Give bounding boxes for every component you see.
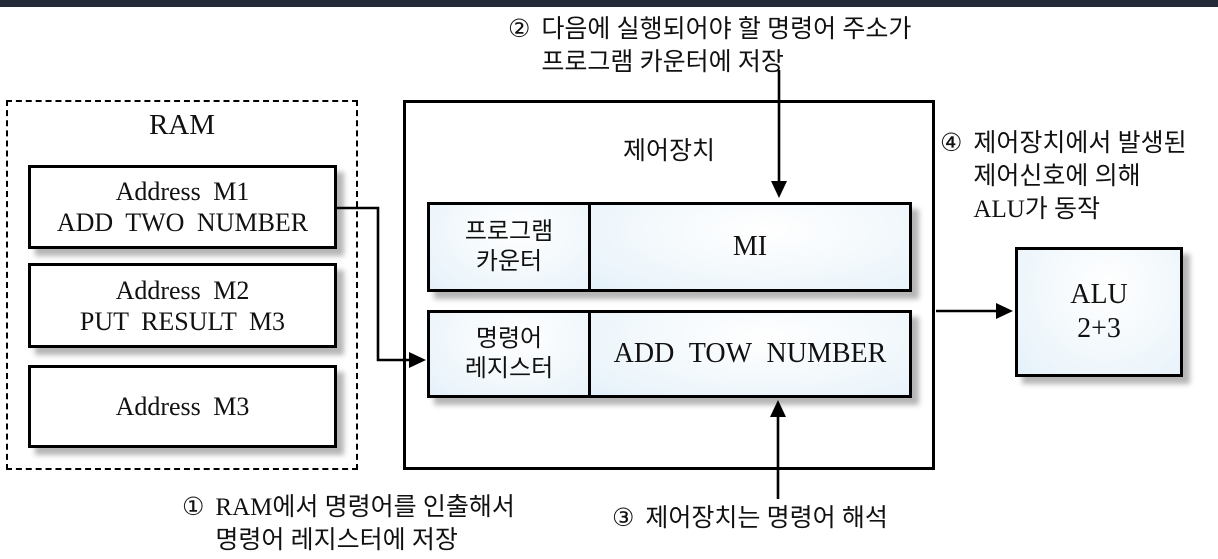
step4-line3: ALU가 동작 <box>973 196 1101 223</box>
annotation-step3: ③ 제어장치는 명령어 해석 <box>612 502 888 535</box>
step4-number: ④ <box>940 130 963 157</box>
ram-cell-m3: Address M3 <box>28 365 337 448</box>
alu-expression: 2+3 <box>1077 313 1121 344</box>
step3-number: ③ <box>612 505 635 532</box>
annotation-step2: ② 다음에 실행되어야 할 명령어 주소가 프로그램 카운터에 저장 <box>508 13 911 79</box>
ir-label-line2: 레지스터 <box>464 355 554 382</box>
pc-label-line2: 카운터 <box>475 248 543 275</box>
step4-line2: 제어신호에 의해 <box>973 163 1141 190</box>
ram-cell-m1-instruction: ADD TWO NUMBER <box>56 208 309 237</box>
ram-cell-m1-address: Address M1 <box>115 177 250 206</box>
alu-box: ALU 2+3 <box>1015 247 1183 377</box>
step2-line1: 다음에 실행되어야 할 명령어 주소가 <box>541 16 912 43</box>
step1-line2: 명령어 레지스터에 저장 <box>215 527 458 554</box>
instruction-register-label: 명령어 레지스터 <box>430 313 591 395</box>
step1-lines: RAM에서 명령어를 인출해서 명령어 레지스터에 저장 <box>215 491 514 557</box>
alu-label: ALU <box>1070 279 1128 310</box>
annotation-step4: ④ 제어장치에서 발생된 제어신호에 의해 ALU가 동작 <box>940 127 1187 226</box>
step2-line2: 프로그램 카운터에 저장 <box>541 49 784 76</box>
step2-lines: 다음에 실행되어야 할 명령어 주소가 프로그램 카운터에 저장 <box>541 13 911 79</box>
step1-line1: RAM에서 명령어를 인출해서 <box>215 494 515 521</box>
step3-lines: 제어장치는 명령어 해석 <box>645 502 888 535</box>
ram-cell-m3-address: Address M3 <box>115 392 250 421</box>
control-unit-label: 제어장치 <box>622 137 715 165</box>
ram-cell-m1: Address M1 ADD TWO NUMBER <box>28 165 337 249</box>
step4-line1: 제어장치에서 발생된 <box>973 130 1187 157</box>
step1-number: ① <box>182 494 205 521</box>
step2-number: ② <box>508 16 531 43</box>
ram-cell-m2: Address M2 PUT RESULT M3 <box>28 263 337 348</box>
arrow-cu-to-alu-head <box>996 303 1013 319</box>
annotation-step1: ① RAM에서 명령어를 인출해서 명령어 레지스터에 저장 <box>182 491 515 557</box>
instruction-register-value: ADD TOW NUMBER <box>591 313 909 395</box>
step4-lines: 제어장치에서 발생된 제어신호에 의해 ALU가 동작 <box>973 127 1186 226</box>
instruction-register-row: 명령어 레지스터 ADD TOW NUMBER <box>427 310 912 398</box>
ram-cell-m2-address: Address M2 <box>115 275 250 305</box>
pc-label-line1: 프로그램 <box>464 218 554 245</box>
top-bar <box>0 0 1218 7</box>
ram-cell-m2-instruction: PUT RESULT M3 <box>79 306 286 336</box>
step3-line1: 제어장치는 명령어 해석 <box>645 505 888 532</box>
program-counter-value: MI <box>591 205 909 289</box>
ir-label-line1: 명령어 <box>475 325 543 352</box>
program-counter-row: 프로그램 카운터 MI <box>427 202 912 292</box>
ram-label: RAM <box>148 109 216 141</box>
program-counter-label: 프로그램 카운터 <box>430 205 591 289</box>
